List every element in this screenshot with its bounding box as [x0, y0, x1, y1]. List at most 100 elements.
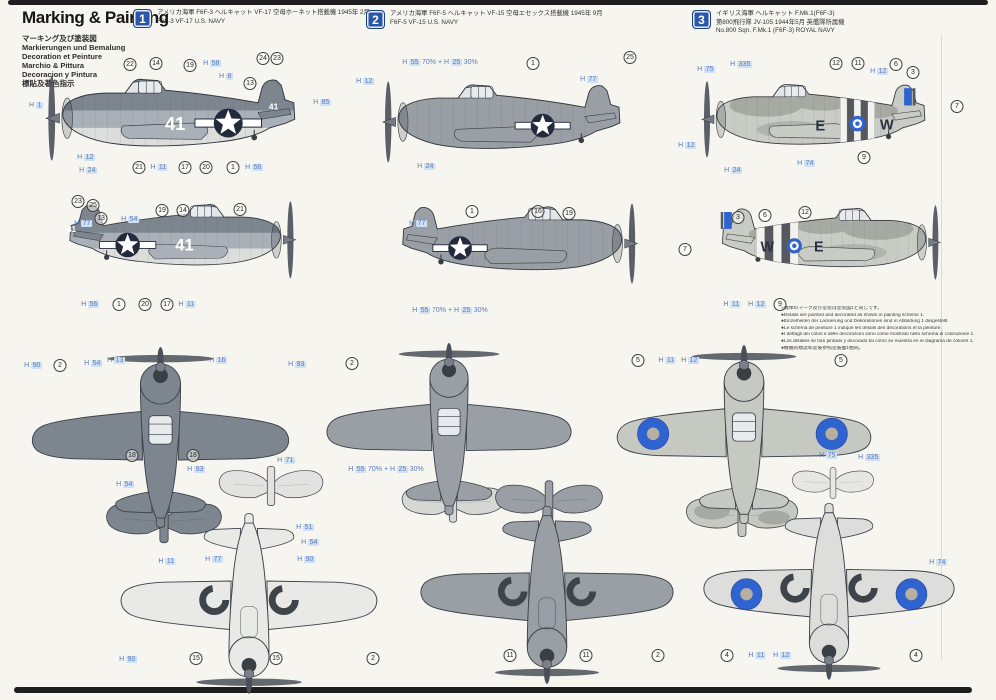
s1-side-left-part-number-label-3: 19: [183, 54, 197, 72]
scheme2-number-icon: 2: [366, 10, 385, 29]
s2-top-part-number-label-0: 2: [345, 352, 359, 370]
s3-side-right-part-number-label-1: 3: [731, 206, 745, 224]
s1-side-left-part-number-label-7: 24: [256, 47, 270, 65]
s1-side-right-part-number-label-6: 14: [176, 199, 190, 217]
roundel: [895, 578, 928, 610]
s3-side-left-part-number-label-3: 11: [851, 52, 865, 70]
scheme2-header: 2 アメリカ海軍 F6F-5 ヘルキャット VF-15 空母エセックス搭載機 1…: [366, 10, 603, 29]
s1-side-left-part-number-label-12: 21: [132, 156, 146, 174]
s1-side-left-paint-code-label-0: H 1: [29, 102, 43, 109]
scheme3-bottom-view: [695, 495, 963, 681]
s3-side-left-part-number-label-2: 12: [829, 52, 843, 70]
s2-side-right-part-number-label-1: 1: [465, 200, 479, 218]
s1-side-right-part-number-label-10: 20: [138, 293, 152, 311]
s3-bottom-paint-code-label-2: H 12: [773, 652, 791, 659]
s1-side-left-part-number-label-16: 1: [226, 156, 240, 174]
roundel: [730, 578, 763, 610]
title-subtitle-3: Marchio & Pittura: [22, 61, 85, 70]
s1-side-left-part-number-label-8: 23: [270, 47, 284, 65]
s1-bottom-paint-code-label-1: H 51: [296, 524, 314, 531]
scheme2-bottom-view: [412, 498, 682, 685]
s2-side-left-part-number-label-2: 1: [526, 52, 540, 70]
s3-side-left-paint-code-label-1: H 335: [730, 61, 752, 68]
s1-side-right-paint-code-label-2: H 77: [74, 220, 92, 227]
s3-top-paint-code-label-4: H 75: [819, 452, 837, 459]
s2-side-left-paint-code-label-0: H 12: [356, 78, 374, 85]
fin-flash: [904, 88, 912, 106]
s3-bottom-part-number-label-0: 4: [720, 644, 734, 662]
s1-side-left-part-number-label-1: 22: [123, 53, 137, 71]
s3-side-left-paint-code-label-11: H 74: [797, 160, 815, 167]
s1-bottom-paint-code-label-5: H 77: [205, 556, 223, 563]
page-top-border: [8, 0, 988, 5]
s1-side-left-paint-code-label-13: H 11: [150, 164, 168, 171]
s1-side-left-paint-code-label-10: H 12: [77, 154, 95, 161]
code-letter: W: [760, 240, 774, 256]
s1-bottom-part-number-label-8: 15: [269, 647, 283, 665]
roundel: [849, 115, 866, 132]
wheel-well: [497, 576, 528, 607]
s2-side-right-paint-code-label-0: H 77: [409, 220, 427, 227]
scheme1-top-view: [23, 346, 298, 536]
wheel-well: [848, 573, 878, 603]
s3-side-right-paint-code-label-5: H 12: [748, 301, 766, 308]
s2-top-paint-code-label-1: H 55 70% + H 25 30%: [348, 466, 424, 473]
scheme1-tailplane-bottom-insert: [215, 461, 327, 511]
s3-top-part-number-label-0: 5: [631, 349, 645, 367]
page-title: Marking & Painting: [22, 8, 169, 27]
s2-bottom-part-number-label-0: 11: [503, 644, 517, 662]
code-letter: W: [880, 118, 894, 134]
s1-side-right-part-number-label-5: 19: [155, 199, 169, 217]
scheme3-side-left-view: E W: [688, 76, 956, 173]
notes-block: ●機体のマーク及び塗装は塗装図1と同じです。●Details are paint…: [781, 306, 991, 352]
scheme3-top-view: [608, 344, 880, 532]
s1-top-paint-code-label-9: H 54: [116, 481, 134, 488]
s1-side-left-paint-code-label-11: H 24: [79, 167, 97, 174]
s1-bottom-paint-code-label-6: H 90: [119, 656, 137, 663]
s1-side-left-part-number-label-15: 20: [199, 156, 213, 174]
note-line-0: ●機体のマーク及び塗装は塗装図1と同じです。: [781, 306, 883, 311]
scheme1-number-icon: 1: [133, 9, 152, 28]
s2-side-left-paint-code-label-5: H 24: [417, 163, 435, 170]
s1-side-right-part-number-label-3: 13: [94, 207, 108, 225]
s1-side-left-part-number-label-6: 13: [243, 72, 257, 90]
s1-top-part-number-label-6: 18: [125, 444, 139, 462]
s1-top-paint-code-label-5: H 93: [288, 361, 306, 368]
title-subtitle-0: マーキング及び塗装図: [22, 34, 97, 43]
roundel: [786, 238, 802, 254]
s1-bottom-part-number-label-9: 2: [366, 647, 380, 665]
s2-side-right-paint-code-label-4: H 55 70% + H 25 30%: [412, 307, 488, 314]
s3-side-left-paint-code-label-0: H 75: [697, 66, 715, 73]
s1-side-right-part-number-label-7: 21: [233, 198, 247, 216]
s3-side-left-part-number-label-6: 3: [906, 61, 920, 79]
s1-side-right-paint-code-label-8: H 56: [81, 301, 99, 308]
us-star-insignia: [432, 236, 488, 260]
code-letter: E: [814, 240, 824, 256]
s1-bottom-paint-code-label-2: H 54: [301, 539, 319, 546]
s3-side-left-part-number-label-8: 9: [857, 146, 871, 164]
s2-side-left-part-number-label-3: 25: [623, 46, 637, 64]
s3-side-left-paint-code-label-10: H 24: [724, 167, 742, 174]
scheme3-header-text: イギリス海軍 ヘルキャット F.Mk.1(F6F-3)第800飛行隊 JV-10…: [716, 10, 845, 34]
s1-side-left-paint-code-label-17: H 56: [245, 164, 263, 171]
scheme1-header-text: アメリカ海軍 F6F-3 ヘルキャット VF-17 空母ホーネット搭載機 194…: [157, 9, 370, 25]
s1-side-left-part-number-label-14: 17: [178, 156, 192, 174]
s3-side-right-paint-code-label-4: H 11: [723, 301, 741, 308]
note-line-6: ●機體的標誌和塗裝參照塗裝圖1相同。: [781, 345, 864, 351]
fuselage-number: 41: [175, 235, 193, 254]
s1-bottom-part-number-label-7: 15: [189, 647, 203, 665]
s1-side-right-part-number-label-0: 23: [71, 190, 85, 208]
title-subtitle-4: Decoracion y Pintura: [22, 70, 98, 79]
scheme1-bottom-view: [112, 505, 386, 695]
s1-top-paint-code-label-3: H 13: [107, 357, 125, 364]
s1-side-left-paint-code-label-4: H 58: [203, 60, 221, 67]
roundel: [637, 417, 670, 450]
s1-side-right-part-number-label-9: 1: [112, 293, 126, 311]
fin-flash: [724, 212, 732, 229]
note-line-3: ●Le schéma de peinture 1 indique les dét…: [781, 325, 942, 331]
fuselage-number: 41: [165, 113, 185, 134]
scheme2-side-right-view: [370, 198, 652, 300]
title-subtitle-2: Decoration et Peinture: [22, 52, 103, 61]
s3-side-left-paint-code-label-4: H 12: [870, 68, 888, 75]
